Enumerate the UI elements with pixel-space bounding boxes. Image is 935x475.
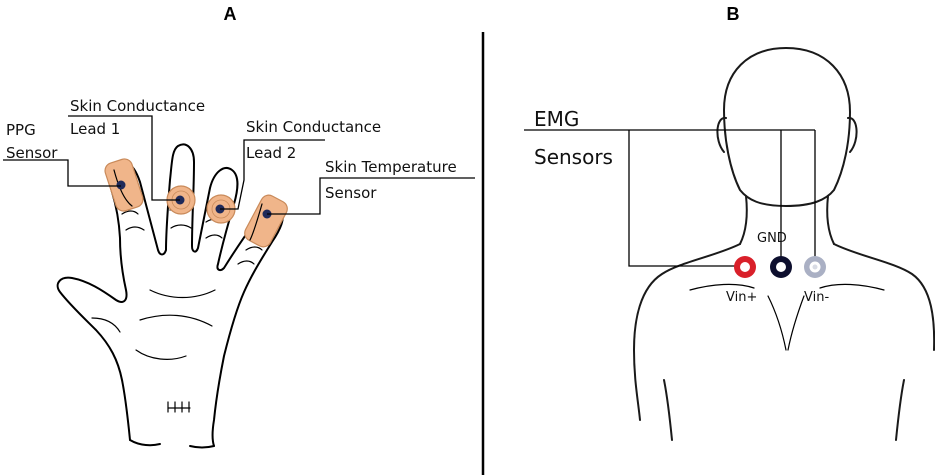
hand-drawing — [56, 143, 284, 449]
panel-a-letter: A — [224, 4, 237, 24]
emg-label-line2: Sensors — [534, 145, 613, 169]
gnd-label: GND — [757, 231, 787, 246]
panel-b-letter: B — [727, 4, 740, 24]
sc1-label-line2: Lead 1 — [70, 120, 120, 138]
panel-a: PPG Sensor Skin Conductance Lead 1 Skin … — [3, 97, 475, 449]
temp-label-line2: Sensor — [325, 184, 377, 202]
ppg-label-line2: Sensor — [6, 144, 58, 162]
emg-leader-lines — [524, 129, 816, 267]
temp-label-line1: Skin Temperature — [325, 158, 457, 176]
ppg-sensor-patch — [104, 158, 144, 212]
ppg-sensor-dot — [116, 180, 126, 190]
ppg-label-line1: PPG — [6, 121, 36, 139]
electrode-gnd — [770, 256, 792, 278]
sc1-label-line1: Skin Conductance — [70, 97, 205, 115]
vin-plus-label: Vin+ — [726, 290, 757, 305]
skin-temperature-sensor-patch — [244, 194, 288, 248]
vin-minus-label: Vin- — [804, 290, 829, 305]
sc2-label-line1: Skin Conductance — [246, 118, 381, 136]
sc2-label-line2: Lead 2 — [246, 144, 296, 162]
emg-label-line1: EMG — [534, 107, 579, 131]
electrode-vin-plus — [734, 256, 756, 278]
electrode-vin-minus — [804, 256, 826, 278]
panel-b: EMG Sensors GND Vin+ Vin- — [524, 47, 935, 441]
panel-a-leader-lines — [3, 115, 475, 215]
torso-drawing — [633, 47, 935, 441]
